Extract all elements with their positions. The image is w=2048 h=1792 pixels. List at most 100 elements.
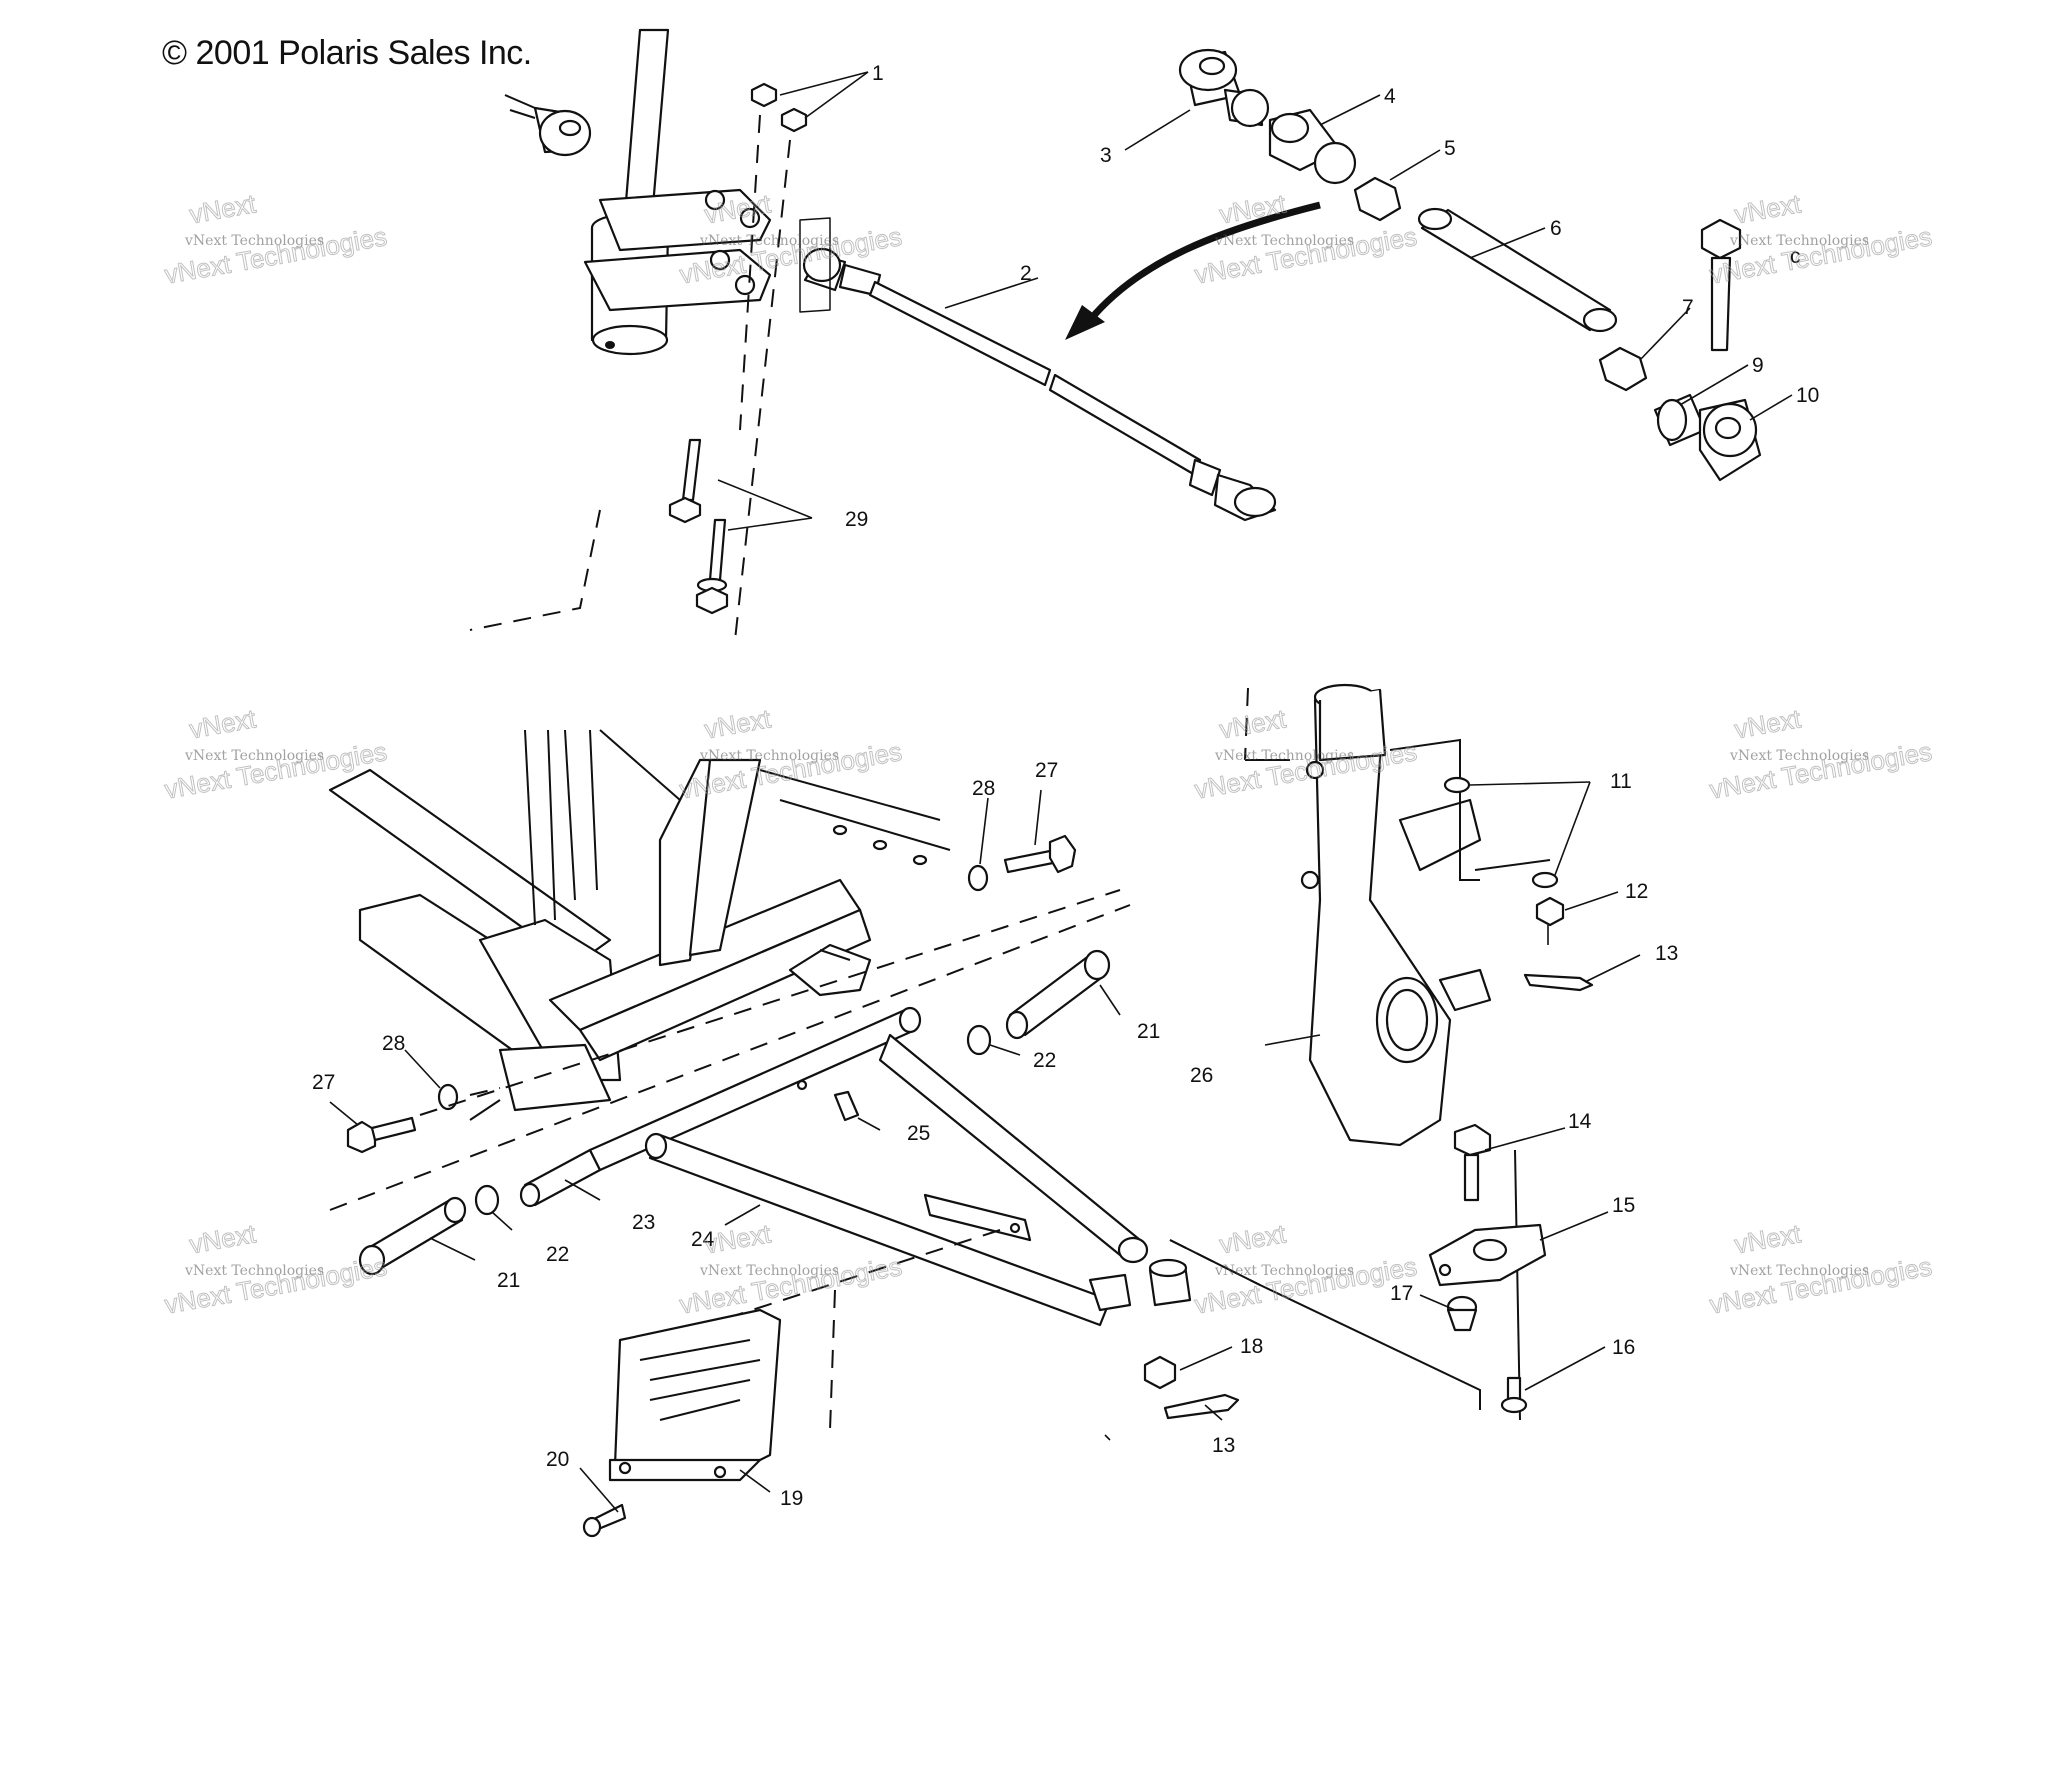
svg-text:vNext: vNext [1217,188,1288,229]
callout-22-lower: 22 [546,1243,569,1266]
washer-22-lower [474,1184,500,1216]
callout-10: 10 [1796,384,1819,407]
grease-fitting [796,1079,860,1122]
washer-22-upper [966,1024,992,1056]
svg-text:vNext Technologies: vNext Technologies [184,233,324,249]
svg-text:vNext Technologies: vNext Technologies [699,1263,839,1279]
bolt-27-upper [1003,834,1077,874]
callout-17: 17 [1390,1282,1413,1305]
callout-11: 11 [1610,770,1632,793]
svg-text:vNext Technologies: vNext Technologies [1707,221,1934,290]
ball-joint-17 [1446,1295,1478,1332]
callout-1: 1 [872,62,884,85]
svg-text:vNext Technologies: vNext Technologies [1214,748,1354,764]
frame-section [328,729,951,1082]
ball-joint-plate [1428,1223,1547,1287]
watermark: vNext vNext Technologies vNext Technolog… [162,1218,390,1320]
callout-19: 19 [780,1487,803,1510]
callout-27-upper: 27 [1035,759,1058,782]
svg-text:vNext Technologies: vNext Technologies [1729,1263,1869,1279]
nut-pair [750,82,808,133]
callout-12: 12 [1625,880,1648,903]
watermark: vNext vNext Technologies vNext Technolog… [677,703,905,805]
rod-end-3 [1178,48,1270,128]
leader-lines [329,71,1793,1513]
callout-c: c [1790,245,1801,268]
screw-16 [1500,1376,1528,1414]
callout-16: 16 [1612,1336,1635,1359]
washer-11-a [1443,776,1471,794]
svg-text:vNext: vNext [1217,703,1288,744]
ball-joint-housing [1148,1258,1192,1307]
callout-14: 14 [1568,1110,1592,1133]
watermark: vNext vNext Technologies vNext Technolog… [1192,703,1420,805]
callout-5: 5 [1444,137,1456,160]
svg-text:vNext Technologies: vNext Technologies [1707,1251,1934,1320]
svg-text:vNext: vNext [187,188,258,229]
steering-post [583,28,772,356]
a-arm [519,1006,1149,1327]
svg-text:vNext Technologies: vNext Technologies [1707,736,1934,805]
svg-text:vNext: vNext [1217,1218,1288,1259]
watermark-group: vNext vNext Technologies vNext Technolog… [162,188,1935,1320]
svg-text:vNext: vNext [702,703,773,744]
svg-text:vNext: vNext [1732,703,1803,744]
direction-arrow [1065,201,1321,340]
svg-text:vNext: vNext [1732,188,1803,229]
svg-text:vNext Technologies: vNext Technologies [1192,736,1419,805]
callout-29: 29 [845,508,868,531]
washer-28-lower [437,1083,459,1111]
bolt-27-lower [346,1116,417,1154]
callout-4: 4 [1384,85,1396,108]
frame-mount [469,1043,612,1121]
tie-rod-end-left [504,94,592,157]
pivot-bushing-21-upper [1005,949,1111,1040]
svg-text:vNext Technologies: vNext Technologies [677,736,904,805]
svg-text:vNext: vNext [187,703,258,744]
pivot-bushing-21-lower [358,1196,467,1276]
callout-15: 15 [1612,1194,1635,1217]
callout-28-lower: 28 [382,1032,405,1055]
svg-text:vNext Technologies: vNext Technologies [1192,1251,1419,1320]
bolt-14 [1453,1123,1492,1202]
hex-nut-7 [1598,346,1648,392]
jam-nut-4 [1268,108,1357,185]
svg-text:vNext: vNext [187,1218,258,1259]
callout-26: 26 [1190,1064,1213,1087]
watermark: vNext vNext Technologies vNext Technolog… [1707,1218,1935,1320]
cotter-pin-13-lower [1163,1393,1240,1420]
watermark: vNext vNext Technologies vNext Technolog… [1707,188,1935,290]
copyright-notice: © 2001 Polaris Sales Inc. [162,34,532,72]
nut-12 [1535,896,1565,927]
svg-text:vNext Technologies: vNext Technologies [184,1263,324,1279]
callout-24: 24 [691,1228,715,1251]
svg-text:vNext Technologies: vNext Technologies [1729,748,1869,764]
bolt-pair [668,438,729,615]
tie-rod [799,217,1277,522]
washer-28-upper [967,864,989,892]
callout-25: 25 [907,1122,930,1145]
watermark: vNext vNext Technologies vNext Technolog… [162,188,390,290]
watermark: vNext vNext Technologies vNext Technolog… [1192,1218,1420,1320]
washer-11-b [1531,871,1559,889]
callout-13-upper: 13 [1655,942,1678,965]
svg-text:vNext Technologies: vNext Technologies [699,748,839,764]
hex-nut-5 [1353,176,1402,222]
svg-text:vNext Technologies: vNext Technologies [1729,233,1869,249]
callout-28-upper: 28 [972,777,995,800]
castle-nut-18 [1143,1355,1177,1390]
callout-6: 6 [1550,217,1562,240]
callout-13-lower: 13 [1212,1434,1235,1457]
spindle [1300,683,1492,1147]
callout-22-upper: 22 [1033,1049,1056,1072]
svg-text:vNext Technologies: vNext Technologies [1214,1263,1354,1279]
callout-23: 23 [632,1211,655,1234]
rod-end-10 [1698,398,1762,482]
skid-plate [608,1308,782,1482]
jam-nut-9 [1653,393,1707,447]
svg-text:vNext: vNext [702,1218,773,1259]
callout-18: 18 [1240,1335,1263,1358]
callout-21-lower: 21 [497,1269,520,1292]
callout-labels: 1 2 3 4 5 6 7 9 10 11 12 13 13 14 15 16 … [312,62,1819,1510]
